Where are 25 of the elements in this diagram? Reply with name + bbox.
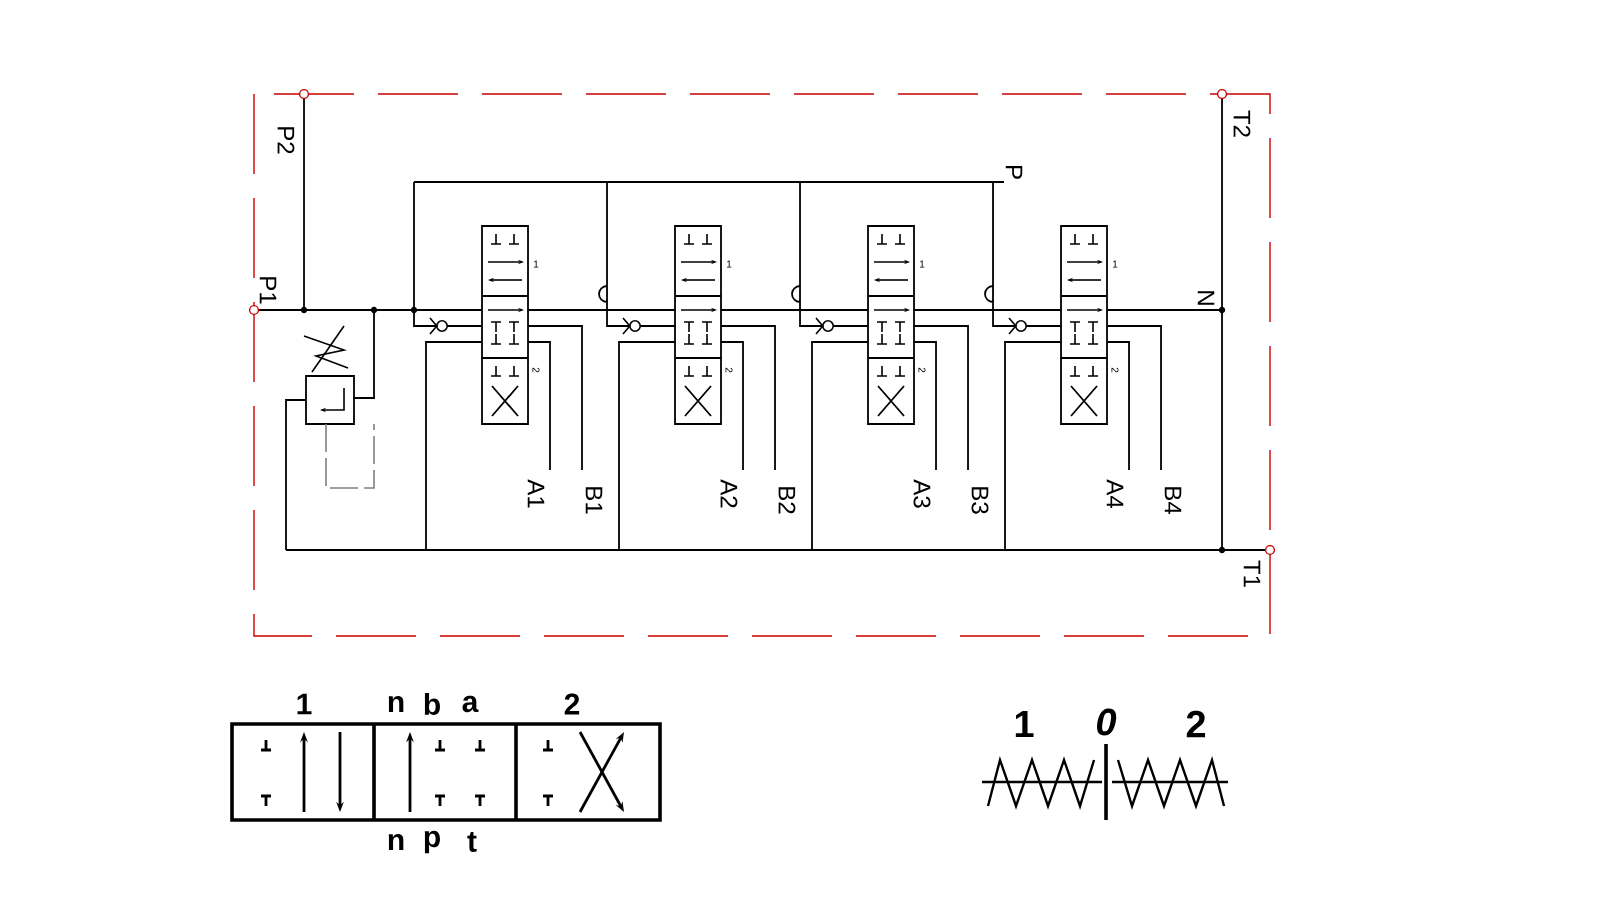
port-label: A1 (527, 479, 545, 508)
port-label: A4 (1106, 479, 1124, 508)
port-label: B1 (585, 487, 603, 514)
port-label: A3 (913, 479, 931, 508)
port-label: N (1197, 291, 1215, 305)
port-label: t (467, 832, 477, 852)
port-label: B3 (971, 487, 989, 514)
port-label: n (388, 833, 404, 851)
port-label: T1 (1243, 560, 1261, 587)
port-label: 2 (1186, 710, 1206, 738)
port-label: b (424, 693, 440, 715)
port-label: 2 (564, 693, 580, 715)
port-label: P (1005, 166, 1023, 179)
port-label: T2 (1233, 110, 1251, 137)
port-label: a (462, 695, 479, 713)
port-label: n (388, 695, 404, 713)
port-label: 0 (1097, 708, 1117, 736)
port-label: P2 (277, 127, 295, 154)
port-label: p (424, 830, 440, 854)
port-label: P1 (259, 277, 277, 304)
port-label: B4 (1164, 487, 1182, 514)
port-label: B2 (778, 487, 796, 514)
port-label: A2 (720, 479, 738, 508)
port-label: 1 (1015, 710, 1034, 738)
port-label: 1 (297, 693, 312, 715)
